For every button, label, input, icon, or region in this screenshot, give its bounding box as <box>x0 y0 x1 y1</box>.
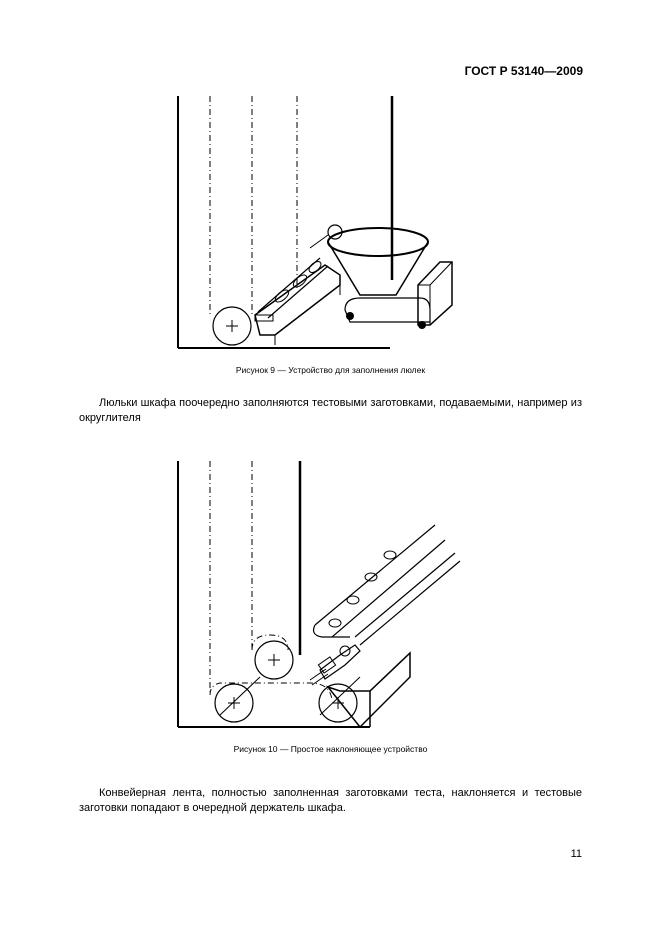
paragraph-2-text: Конвейерная лента, полностью заполненная… <box>79 787 582 814</box>
figure-10-caption: Рисунок 10 — Простое наклоняющее устройс… <box>233 744 428 754</box>
figure-10-drawing <box>160 455 480 735</box>
paragraph-2: Конвейерная лента, полностью заполненная… <box>79 786 582 816</box>
paragraph-1-text: Люльки шкафа поочередно заполняются тест… <box>79 397 582 424</box>
figure-9-caption: Рисунок 9 — Устройство для заполнения лю… <box>235 365 426 375</box>
figure-9-drawing <box>160 90 480 355</box>
standard-code: ГОСТ Р 53140—2009 <box>464 64 583 78</box>
paragraph-1: Люльки шкафа поочередно заполняются тест… <box>79 396 582 426</box>
page-number: 11 <box>570 848 582 860</box>
